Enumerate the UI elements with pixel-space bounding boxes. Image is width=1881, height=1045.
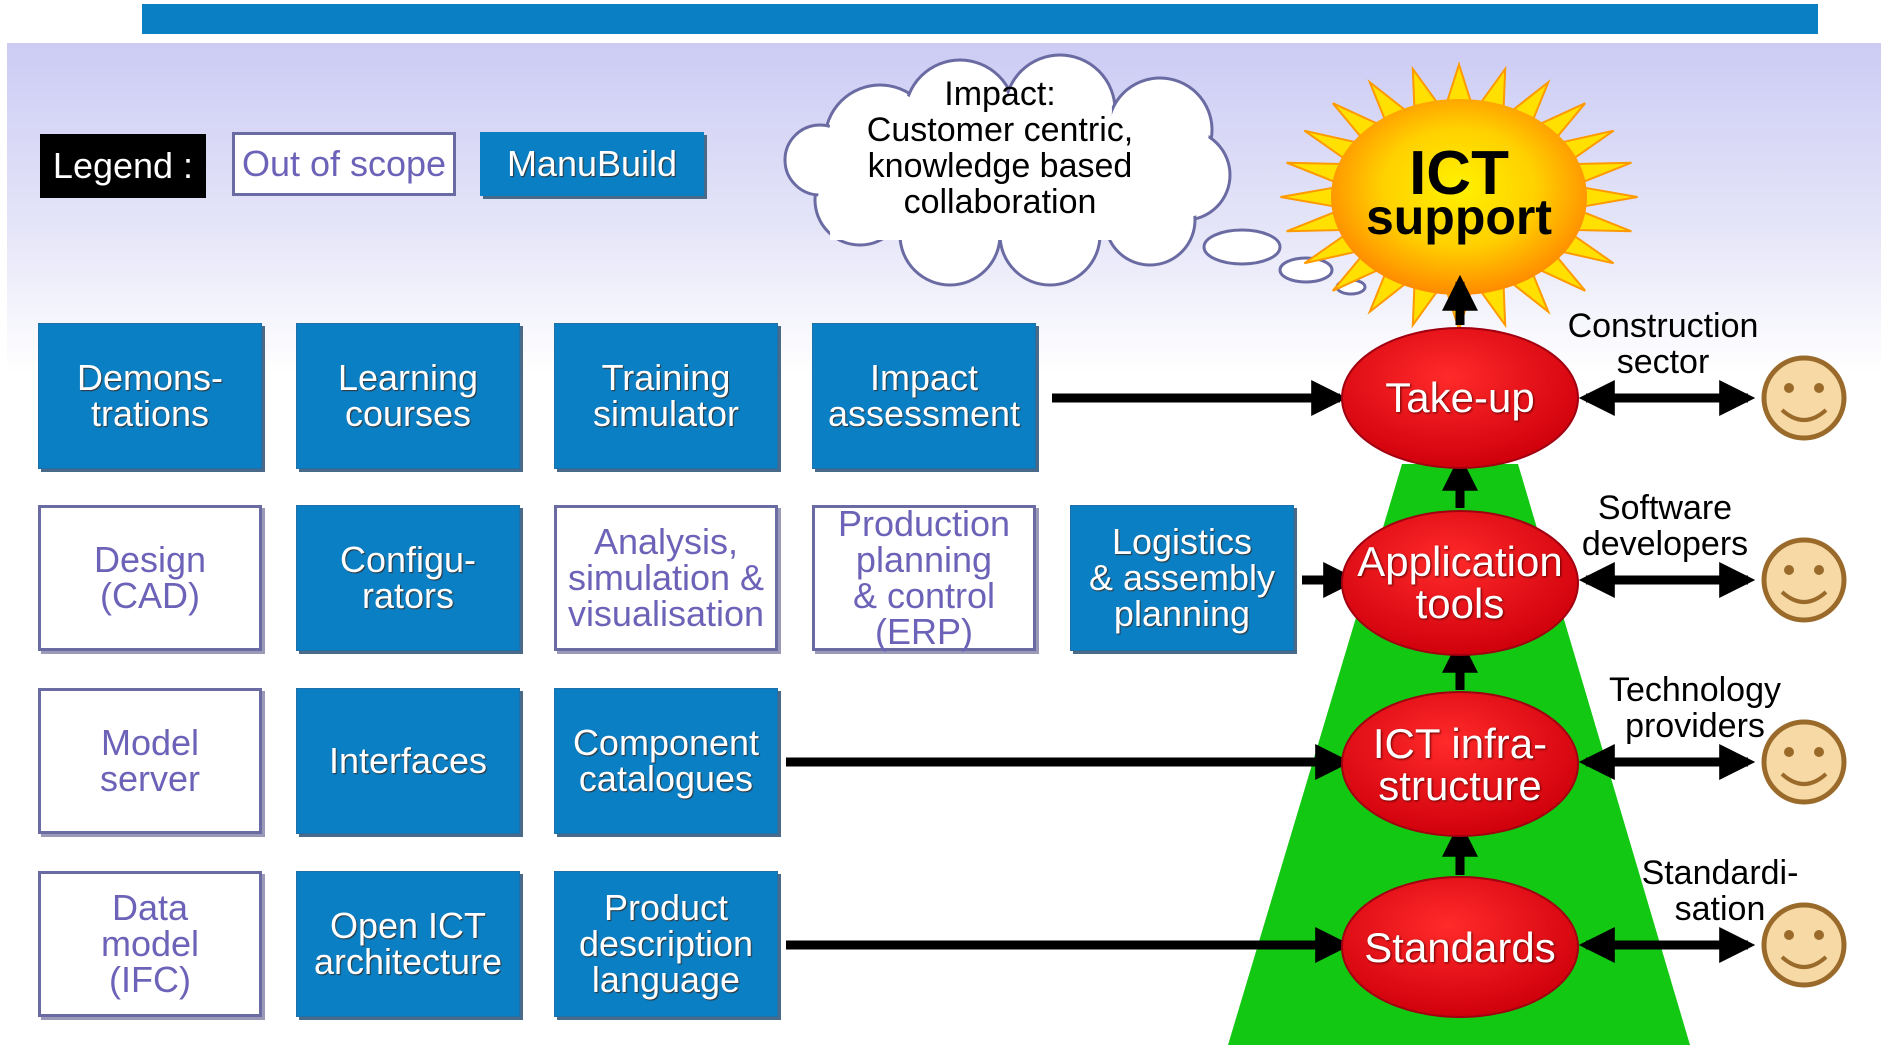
box-training-simulator: Training simulator: [554, 323, 778, 469]
level-ict-infrastructure: ICT infra- structure: [1372, 720, 1548, 809]
stakeholder-technology-providers: Technology providers: [1608, 671, 1781, 745]
box-analysis-simulation-visualisation: Analysis, simulation & visualisation: [554, 505, 778, 651]
box-learning-courses: Learning courses: [296, 323, 520, 469]
box-interfaces: Interfaces: [296, 688, 520, 834]
sun-icon: [1280, 61, 1638, 333]
legend-label: Legend :: [40, 134, 206, 198]
smiley-face-icon: [1761, 355, 1847, 441]
sun-title: ICT: [1409, 139, 1509, 208]
box-design-cad: Design (CAD): [38, 505, 262, 651]
smiley-face-icon: [1761, 719, 1847, 805]
box-demonstrations: Demons- trations: [38, 323, 262, 469]
box-model-server: Model server: [38, 688, 262, 834]
level-ellipse-take-up: [1341, 327, 1579, 469]
level-application-tools: Application tools: [1357, 538, 1563, 627]
box-data-model-ifc: Data model (IFC): [38, 871, 262, 1017]
level-ellipse-application-tools: [1341, 510, 1579, 656]
stakeholder-construction-sector: Construction sector: [1567, 307, 1759, 381]
box-configurators: Configu- rators: [296, 505, 520, 651]
box-open-ict-architecture: Open ICT architecture: [296, 871, 520, 1017]
box-component-catalogues: Component catalogues: [554, 688, 778, 834]
level-take-up: Take-up: [1385, 374, 1535, 421]
level-standards: Standards: [1364, 924, 1556, 971]
box-impact-assessment: Impact assessment: [812, 323, 1036, 469]
level-ellipse-standards: [1341, 876, 1579, 1018]
stakeholder-standardisation: Standardi- sation: [1641, 854, 1799, 928]
box-logistics-assembly-planning: Logistics & assembly planning: [1070, 505, 1294, 651]
stakeholder-software-developers: Software developers: [1581, 489, 1749, 563]
title-bar: [142, 4, 1818, 34]
legend-manubuild: ManuBuild: [480, 132, 704, 196]
smiley-face-icon: [1761, 902, 1847, 988]
sun-subtitle: support: [1366, 189, 1552, 245]
box-product-description-language: Product description language: [554, 871, 778, 1017]
box-production-planning: Production planning & control (ERP): [812, 505, 1036, 651]
level-ellipse-ict-infrastructure: [1341, 691, 1579, 837]
smiley-face-icon: [1761, 537, 1847, 623]
legend-out-of-scope: Out of scope: [232, 132, 456, 196]
